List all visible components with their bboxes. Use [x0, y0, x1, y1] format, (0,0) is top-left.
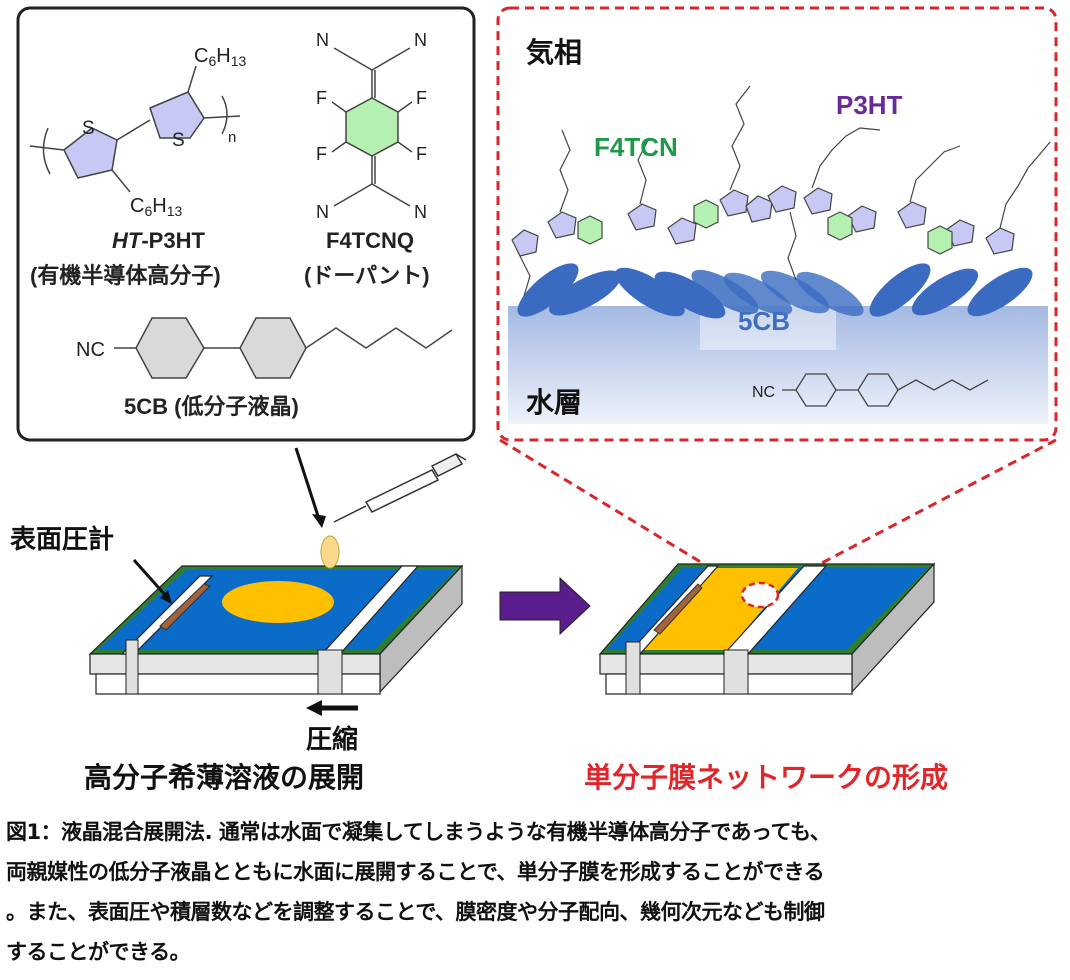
caption-line: 。また、表面圧や積層数などを調整することで、膜密度や分子配向、幾何次元なども制御	[6, 900, 825, 924]
pointer-arrowhead	[312, 514, 326, 528]
thiophene-ring	[945, 219, 975, 247]
lc-molecule	[967, 267, 1033, 317]
pressure-gauge-label: 表面圧計	[10, 524, 114, 554]
f4tcnq-description: (ドーパント)	[304, 263, 430, 288]
quinoid-ring	[927, 225, 953, 255]
p3ht-structure	[29, 65, 241, 193]
thiophene-ring	[719, 189, 749, 217]
solution-spot	[222, 581, 334, 623]
fivecb-label: 5CB	[738, 306, 790, 336]
f4tcnq-n-label: N	[316, 202, 329, 222]
lc-molecule	[517, 263, 579, 317]
process-arrow	[499, 576, 591, 636]
thiophene-ring	[547, 211, 577, 239]
quinoid-ring	[577, 215, 603, 245]
lc-molecule	[911, 268, 979, 316]
f4tcnq-f-label: F	[416, 88, 427, 108]
p3ht-name: HT-P3HT	[112, 228, 205, 253]
quinoid-ring	[693, 199, 719, 229]
lc-molecule	[760, 270, 830, 314]
lc-molecule	[869, 263, 931, 317]
thiophene-ring	[897, 201, 927, 229]
lc-molecule	[549, 270, 621, 316]
p3ht-substituent-top: C6H13	[194, 45, 246, 69]
pointer-arrow	[294, 447, 320, 517]
lc-molecule	[723, 272, 793, 316]
thiophene-ring	[149, 91, 205, 139]
quinoid-ring	[827, 211, 853, 241]
p3ht-sulfur-2: S	[172, 130, 185, 151]
figure-caption: 図1：液晶混合展開法. 通常は水面で凝集してしまうような有機半導体高分子であって…	[6, 812, 1066, 972]
molecule-legend-box	[16, 6, 476, 442]
thiophene-ring	[767, 185, 797, 213]
f4tcnq-n-label: N	[414, 30, 427, 50]
caption-line: することができる。	[6, 940, 191, 964]
alkyl-chains	[519, 85, 1051, 297]
water-layer	[508, 306, 1048, 424]
dopant-molecules	[577, 199, 953, 255]
fivecb-small-nitrile: NC	[752, 384, 775, 401]
thiophene-ring	[847, 205, 877, 233]
wilhelmy-plate	[653, 583, 703, 635]
fivecb-nitrile: NC	[76, 339, 105, 361]
zoom-circle	[740, 581, 780, 609]
syringe-icon	[333, 453, 467, 523]
lc-molecule	[654, 271, 726, 319]
p3ht-label: P3HT	[836, 90, 903, 120]
gauge-arrowhead	[160, 590, 172, 604]
fivecb-name: 5CB (低分子液晶)	[124, 394, 299, 419]
right-trough	[598, 562, 936, 695]
thiophene-ring	[745, 195, 773, 223]
f4tcnq-f-label: F	[416, 144, 427, 164]
lc-molecule-layer	[517, 263, 1033, 319]
wilhelmy-plate	[159, 583, 211, 631]
p3ht-description: (有機半導体高分子)	[30, 263, 221, 288]
fivecb-small-structure	[782, 373, 989, 407]
thiophene-ring	[63, 127, 118, 179]
right-step-label: 単分子膜ネットワークの形成	[584, 762, 948, 793]
f4tcn-label: F4TCN	[594, 132, 678, 162]
thiophene-ring	[511, 229, 539, 257]
zoom-connector-left	[499, 438, 741, 588]
f4tcnq-name: F4TCNQ	[326, 228, 414, 253]
left-step-label: 高分子希薄溶液の展開	[84, 761, 364, 793]
f4tcnq-structure	[331, 47, 413, 207]
thiophene-ring	[985, 227, 1015, 255]
f4tcnq-f-label: F	[316, 144, 327, 164]
gas-phase-label: 気相	[526, 37, 582, 68]
thiophene-ring	[803, 187, 833, 215]
f4tcnq-n-label: N	[414, 202, 427, 222]
zoom-connector-right	[777, 438, 1057, 588]
polymer-chains	[511, 185, 1015, 257]
lc-molecule	[691, 269, 759, 315]
p3ht-repeat-index: n	[228, 129, 236, 146]
lc-molecule	[615, 267, 685, 317]
water-layer-label: 水層	[526, 387, 582, 418]
thiophene-ring	[667, 217, 697, 245]
figure-diagram: S S C6H13 C6H13 n HT-P3HT (有機半導体高分子) N N…	[10, 6, 1058, 793]
f4tcnq-f-label: F	[316, 88, 327, 108]
lc-molecule	[796, 271, 864, 317]
p3ht-sulfur-1: S	[82, 118, 95, 139]
f4tcnq-n-label: N	[316, 30, 329, 50]
compression-label: 圧縮	[306, 724, 358, 754]
compression-arrowhead	[306, 700, 322, 716]
caption-line: 図1：液晶混合展開法. 通常は水面で凝集してしまうような有機半導体高分子であって…	[6, 820, 831, 844]
left-trough	[88, 535, 464, 695]
fivecb-structure	[114, 317, 453, 379]
thiophene-ring	[627, 203, 657, 231]
gauge-arrow	[132, 559, 168, 597]
droplet	[320, 535, 340, 569]
caption-line: 両親媒性の低分子液晶とともに水面に展開することで、単分子膜を形成することができる	[6, 860, 825, 884]
